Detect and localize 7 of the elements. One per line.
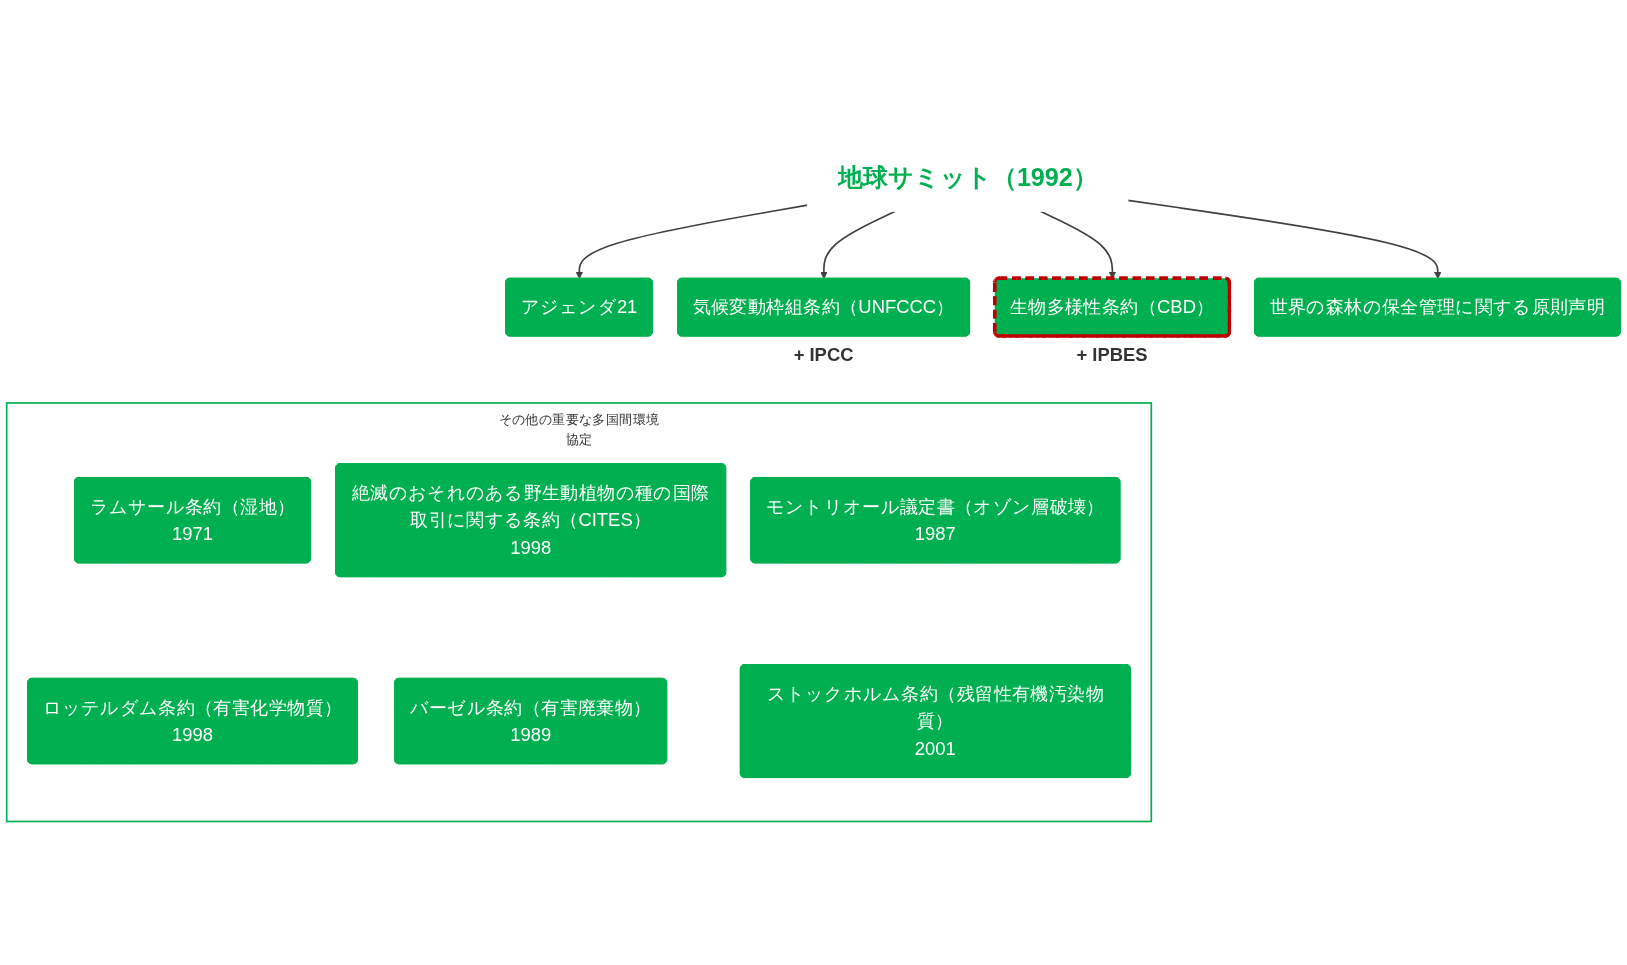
arrow xyxy=(575,204,809,279)
arrow xyxy=(1127,199,1442,279)
arrow xyxy=(820,210,897,279)
side-note: + IPBES xyxy=(1076,344,1148,366)
arrow xyxy=(1039,210,1117,279)
node-text: 地球サミット（1992） xyxy=(837,163,1098,192)
side-note: + IPCC xyxy=(793,344,854,366)
